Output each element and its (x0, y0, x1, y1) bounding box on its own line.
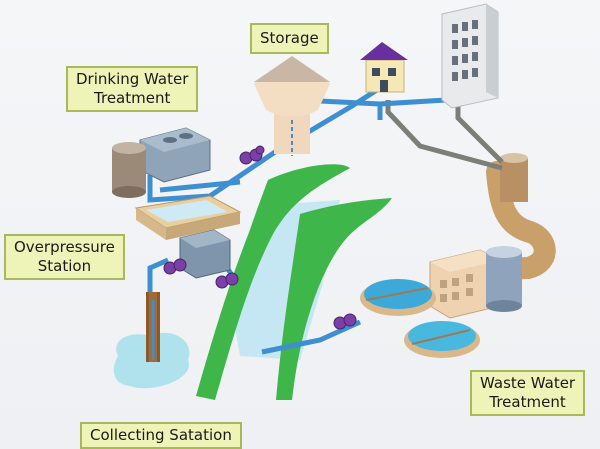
waste-water-treatment-label: Waste Water Treatment (470, 370, 586, 416)
well-icon (113, 292, 190, 389)
collecting-station-label-text: Collecting Satation (90, 426, 232, 444)
waste-water-treatment-line-2: Treatment (489, 393, 566, 411)
clean-water-pipes (147, 85, 447, 355)
waste-pipes (385, 94, 504, 171)
office-building-icon (441, 3, 499, 109)
chimney-icon (500, 158, 528, 202)
drinking-water-treatment-label: Drinking Water Treatment (66, 66, 199, 112)
overpressure-station-icon (179, 229, 231, 279)
overpressure-station-line-1: Overpressure (14, 238, 115, 256)
valve-icon-waste (333, 313, 357, 330)
river (196, 164, 392, 400)
waste-water-treatment-line-1: Waste Water (480, 374, 576, 392)
house-icon (360, 42, 408, 93)
water-tower-icon (254, 56, 330, 156)
factory-icon (429, 246, 522, 319)
overpressure-station-label: Overpressure Station (4, 234, 125, 280)
settling-basin-icon (134, 195, 242, 240)
valve-icon (239, 145, 265, 165)
overpressure-station-line-2: Station (37, 257, 92, 275)
valve-icon-overpressure-right (215, 272, 239, 289)
settling-tank-icon (360, 279, 480, 358)
storage-label: Storage (250, 23, 329, 54)
drinking-water-treatment-line-1: Drinking Water (76, 70, 189, 88)
storage-label-text: Storage (260, 29, 319, 47)
valve-icon-overpressure-left (163, 258, 187, 275)
sewer-pipe (459, 153, 556, 281)
river-bank-left (196, 164, 350, 400)
collecting-station-label: Collecting Satation (80, 422, 242, 449)
drinking-water-treatment-line-2: Treatment (94, 89, 171, 107)
treatment-plant-icon (112, 127, 211, 198)
river-bank-right (276, 198, 392, 400)
